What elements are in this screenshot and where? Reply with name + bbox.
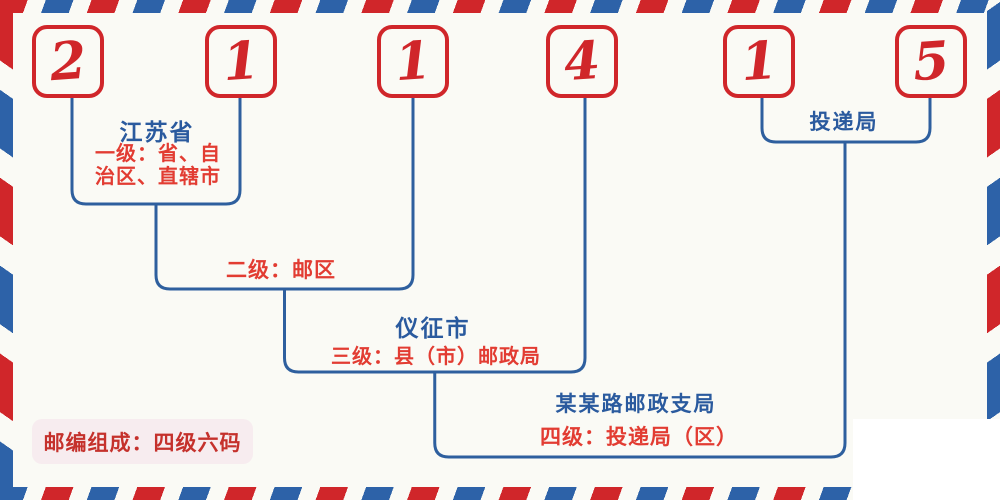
digit-3: 1 bbox=[392, 29, 434, 93]
digit-2: 1 bbox=[220, 29, 262, 93]
label-branch-office-name: 某某路邮政支局 bbox=[555, 391, 717, 416]
digit-box-2: 1 bbox=[205, 25, 277, 98]
label-level4-description: 四级：投递局（区） bbox=[540, 425, 738, 449]
airmail-stripe-border-top bbox=[0, 0, 1000, 13]
digit-6: 5 bbox=[910, 29, 952, 93]
airmail-stripe-border-bottom bbox=[0, 487, 1000, 500]
label-level2-description: 二级：邮区 bbox=[226, 258, 336, 282]
digit-5: 1 bbox=[738, 29, 780, 93]
digit-4: 4 bbox=[561, 29, 603, 93]
composition-note-pill: 邮编组成：四级六码 bbox=[32, 419, 253, 464]
digit-box-3: 1 bbox=[377, 25, 449, 98]
label-level1-description: 一级：省、自 治区、直辖市 bbox=[95, 142, 221, 188]
digit-box-1: 2 bbox=[32, 25, 104, 98]
label-delivery-office: 投递局 bbox=[809, 109, 879, 134]
digit-box-5: 1 bbox=[723, 25, 795, 98]
composition-note-text: 邮编组成：四级六码 bbox=[43, 429, 242, 455]
white-cover-patch bbox=[853, 419, 1000, 500]
label-level1-line1: 一级：省、自 bbox=[95, 141, 221, 165]
label-level3-description: 三级：县（市）邮政局 bbox=[331, 344, 541, 368]
digit-box-6: 5 bbox=[895, 25, 967, 98]
label-level1-line2: 治区、直辖市 bbox=[95, 164, 221, 188]
airmail-stripe-border-right bbox=[987, 0, 1000, 500]
digit-box-4: 4 bbox=[546, 25, 618, 98]
label-city-name: 仪征市 bbox=[395, 315, 471, 342]
airmail-stripe-border-left bbox=[0, 0, 13, 500]
digit-1: 2 bbox=[47, 29, 89, 93]
